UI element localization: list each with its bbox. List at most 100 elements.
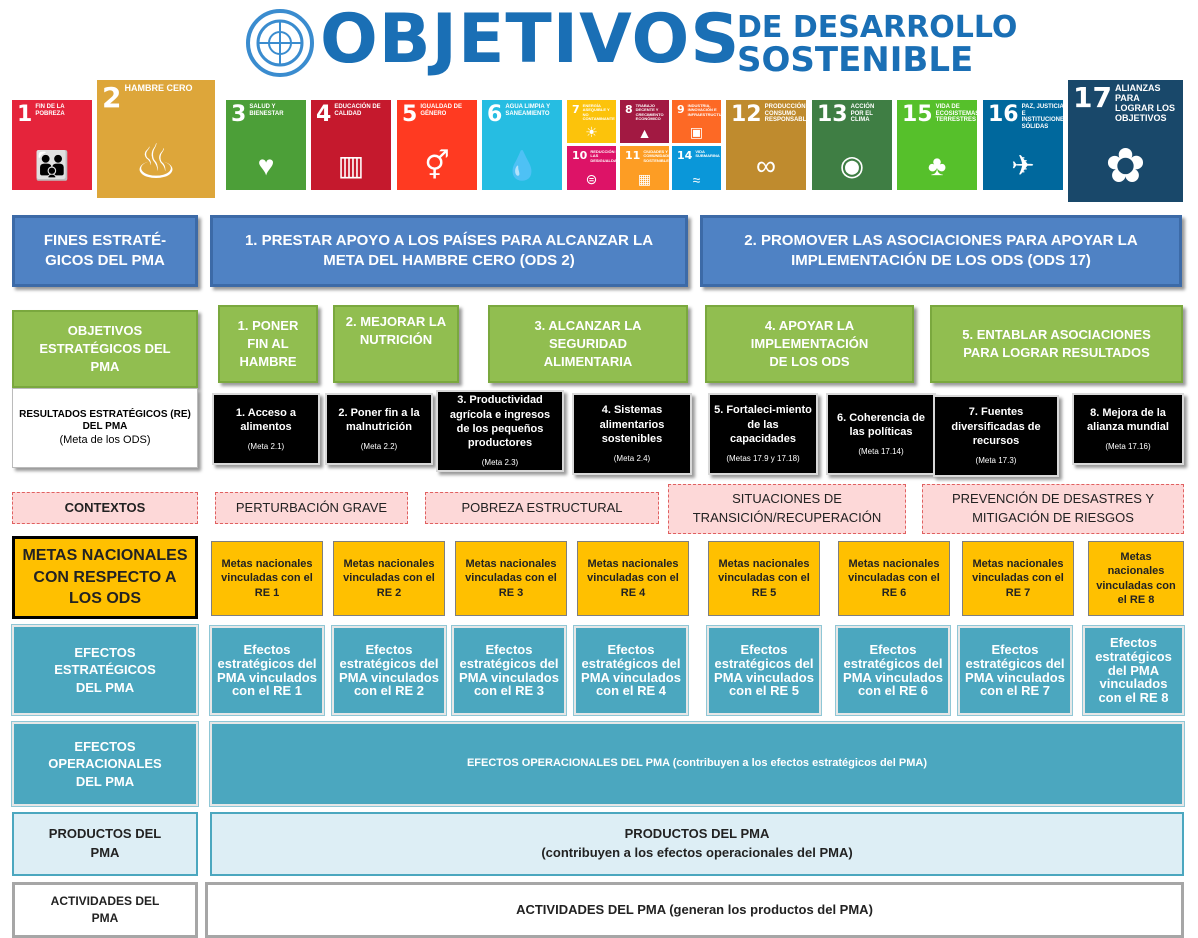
strategic-result-5: 5. Fortaleci-miento de las capacidades(M…	[708, 393, 818, 475]
outputs-line-2: (contribuyen a los efectos operacionales…	[541, 845, 853, 860]
operational-text: EFECTOS OPERACIONALES DEL PMA (contribuy…	[466, 757, 928, 770]
strategic-result-title: 7. Fuentes diversificadas de recursos	[951, 406, 1041, 447]
objective-2-text: 2. MEJORAR LA NUTRICIÓN	[345, 314, 447, 348]
sdg-title-main: OBJETIVOS	[320, 0, 741, 79]
aim-2-text: 2. PROMOVER LAS ASOCIACIONES PARA APOYAR…	[744, 231, 1138, 269]
context-transition-recovery: SITUACIONES DE TRANSICIÓN/RECUPERACIÓN	[668, 484, 906, 534]
sdg-goal-label: EDUCACIÓN DE CALIDAD	[334, 104, 381, 117]
outputs-label-text: PRODUCTOS DEL PMA	[48, 826, 162, 860]
objective-1: 1. PONER FIN AL HAMBRE	[218, 305, 318, 383]
strategic-result-title: 5. Fortaleci-miento de las capacidades	[714, 404, 812, 445]
national-target-7: Metas nacionales vinculadas con el RE 7	[962, 541, 1074, 616]
strategic-result-meta: (Meta 2.3)	[481, 458, 519, 468]
context-transition-recovery-text: SITUACIONES DE TRANSICIÓN/RECUPERACIÓN	[692, 491, 882, 525]
aims-label-text: FINES ESTRATÉ- GICOS DEL PMA	[43, 231, 167, 269]
strategic-result-title: 2. Poner fin a la malnutrición	[338, 406, 420, 433]
growth-chart-icon: ▲	[637, 125, 652, 141]
sdg-goal-label: FIN DE LA POBREZA	[35, 104, 65, 117]
outputs-label: PRODUCTOS DEL PMA	[12, 812, 198, 876]
strategic-outcome-5: Efectos estratégicos del PMA vinculados …	[706, 625, 822, 716]
national-target-1: Metas nacionales vinculadas con el RE 1	[211, 541, 323, 616]
objectives-label: OBJETIVOS ESTRATÉGICOS DEL PMA	[12, 310, 198, 388]
objective-5-text: 5. ENTABLAR ASOCIACIONES PARA LOGRAR RES…	[962, 326, 1151, 360]
water-drop-icon: 💧	[504, 150, 540, 181]
tree-icon: ♣	[927, 150, 947, 181]
aim-1-box: 1. PRESTAR APOYO A LOS PAÍSES PARA ALCAN…	[210, 215, 688, 287]
context-structural-poverty: POBREZA ESTRUCTURAL	[425, 492, 659, 524]
strategic-outcome-4: Efectos estratégicos del PMA vinculados …	[573, 625, 689, 716]
strategic-result-title: 8. Mejora de la alianza mundial	[1087, 406, 1169, 433]
sdg-goal-label: PRODUCCIÓN Y CONSUMO RESPONSABLES	[764, 104, 806, 124]
objective-5: 5. ENTABLAR ASOCIACIONES PARA LOGRAR RES…	[930, 305, 1183, 383]
sdg-goal-number: 10	[572, 149, 588, 162]
sdg-goal-label: ALIANZAS PARA LOGRAR LOS OBJETIVOS	[1114, 83, 1175, 123]
national-target-6: Metas nacionales vinculadas con el RE 6	[838, 541, 950, 616]
strategic-result-1: 1. Acceso a alimentos(Meta 2.1)	[212, 393, 320, 465]
sdg-goal-number: 9	[677, 103, 685, 116]
outputs-line-1: PRODUCTOS DEL PMA	[624, 826, 770, 842]
strategic-outcome-6: Efectos estratégicos del PMA vinculados …	[835, 625, 951, 716]
sdg-title-sub-1: DE DESARROLLO	[737, 10, 1018, 45]
sdg-goal-number: 1	[17, 102, 33, 127]
national-target-2: Metas nacionales vinculadas con el RE 2	[333, 541, 445, 616]
strategic-result-4: 4. Sistemas alimentarios sostenibles(Met…	[572, 393, 692, 475]
strategic-result-meta: (Meta 17.14)	[858, 447, 904, 457]
sdg-goal-number: 16	[988, 102, 1019, 127]
sdg-goal-number: 13	[817, 102, 848, 127]
sdg-goal-label: VIDA DE ECOSISTEMAS TERRESTRES	[935, 104, 977, 124]
sdg-goal-label: AGUA LIMPIA Y SANEAMIENTO	[505, 104, 550, 117]
sdg-goal-label: IGUALDAD DE GÉNERO	[420, 104, 462, 117]
results-label-text: RESULTADOS ESTRATÉGICOS (RE) DEL PMA	[19, 408, 191, 433]
strategic-result-2: 2. Poner fin a la malnutrición(Meta 2.2)	[325, 393, 433, 465]
buildings-icon: ▦	[637, 171, 652, 187]
context-severe-shock-text: PERTURBACIÓN GRAVE	[235, 499, 388, 515]
aims-label: FINES ESTRATÉ- GICOS DEL PMA	[12, 215, 198, 287]
national-target-8: Metas nacionales vinculadas con el RE 8	[1088, 541, 1184, 616]
rings-icon: ✿	[1105, 140, 1146, 193]
strategic-result-meta: (Meta 17.16)	[1105, 442, 1151, 452]
strategic-outcome-text: Efectos estratégicos del PMA vinculados …	[965, 642, 1065, 699]
strategic-result-3: 3. Productividad agrícola e ingresos de …	[436, 390, 564, 472]
strategic-outcomes-label-text: EFECTOS ESTRATÉGICOS DEL PMA	[54, 644, 156, 695]
national-targets-label-text: METAS NACIONALES CON RESPECTO A LOS ODS	[22, 547, 188, 608]
eye-globe-icon: ◉	[839, 150, 865, 181]
strategic-outcome-2: Efectos estratégicos del PMA vinculados …	[331, 625, 447, 716]
activities-box: ACTIVIDADES DEL PMA (generan los product…	[205, 882, 1184, 938]
strategic-outcomes-label: EFECTOS ESTRATÉGICOS DEL PMA	[11, 624, 199, 716]
sdg-goal-number: 6	[487, 102, 503, 127]
operational-label: EFECTOS OPERACIONALES DEL PMA	[11, 721, 199, 807]
activities-label: ACTIVIDADES DEL PMA	[12, 882, 198, 938]
activities-text: ACTIVIDADES DEL PMA (generan los product…	[516, 901, 873, 917]
context-structural-poverty-text: POBREZA ESTRUCTURAL	[461, 499, 623, 515]
objective-1-text: 1. PONER FIN AL HAMBRE	[237, 317, 299, 370]
national-target-text: Metas nacionales vinculadas con el RE 5	[718, 558, 810, 599]
results-label-sub: (Meta de los ODS)	[59, 433, 151, 446]
objective-2: 2. MEJORAR LA NUTRICIÓN	[333, 305, 459, 383]
operational-label-text: EFECTOS OPERACIONALES DEL PMA	[48, 738, 162, 789]
strategic-outcome-7: Efectos estratégicos del PMA vinculados …	[957, 625, 1073, 716]
objective-3: 3. ALCANZAR LA SEGURIDAD ALIMENTARIA	[488, 305, 688, 383]
book-icon: ▥	[337, 150, 365, 181]
strategic-outcome-1: Efectos estratégicos del PMA vinculados …	[209, 625, 325, 716]
national-target-4: Metas nacionales vinculadas con el RE 4	[577, 541, 689, 616]
sdg-goal-label: INDUSTRIA, INNOVACIÓN E INFRAESTRUCTURA	[687, 103, 721, 117]
strategic-result-meta: (Meta 2.1)	[247, 442, 285, 452]
sdg-goal-number: 15	[902, 102, 933, 127]
strategic-result-title: 3. Productividad agrícola e ingresos de …	[449, 394, 551, 450]
sdg-goal-number: 2	[102, 81, 122, 114]
national-target-5: Metas nacionales vinculadas con el RE 5	[708, 541, 820, 616]
strategic-result-8: 8. Mejora de la alianza mundial (Meta 17.…	[1072, 393, 1184, 465]
national-targets-label: METAS NACIONALES CON RESPECTO A LOS ODS	[12, 536, 198, 619]
strategic-outcome-text: Efectos estratégicos del PMA vinculados …	[714, 642, 814, 699]
strategic-result-7: 7. Fuentes diversificadas de recursos(Me…	[933, 395, 1059, 477]
sdg-goal-label: REDUCCIÓN DE LAS DESIGUALDADES	[590, 149, 616, 163]
